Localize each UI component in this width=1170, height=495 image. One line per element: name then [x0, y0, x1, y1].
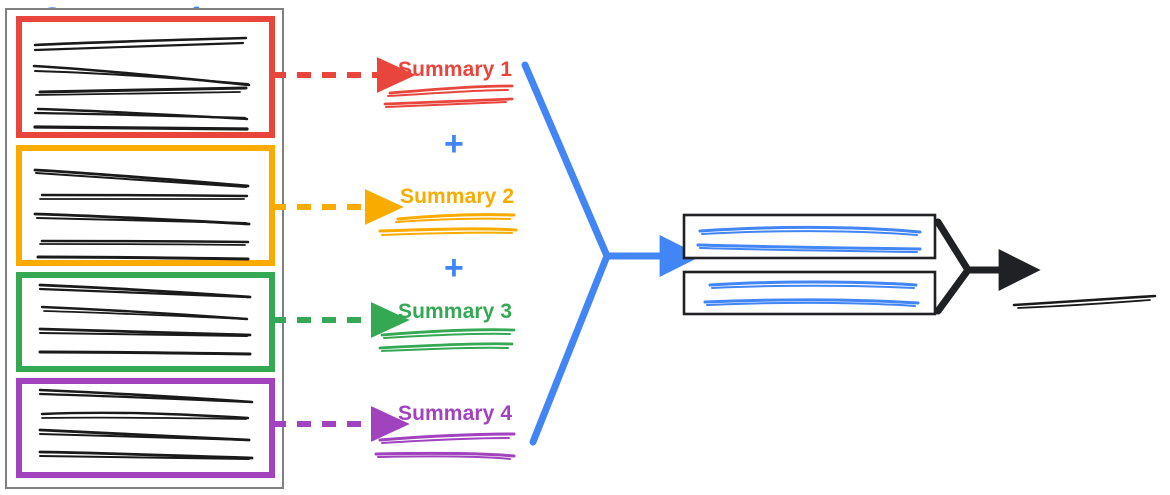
- summary-2-text-lines: [378, 213, 518, 236]
- summary-1-label: Summary 1: [398, 58, 513, 81]
- summary-3-text-lines: [378, 328, 516, 352]
- document-chunk-purple[interactable]: [16, 378, 275, 478]
- chunk-orange-text-lines: [33, 168, 251, 261]
- summary-1-text-lines: [383, 84, 514, 108]
- plus-operator-2: +: [444, 249, 464, 287]
- plus-operator-1: +: [444, 125, 464, 163]
- sos-box-2-text-lines: [703, 280, 920, 307]
- merge-arrow-black: [934, 218, 1041, 315]
- merge-arrow-blue: [521, 61, 702, 446]
- final-output-text-lines: [1012, 294, 1157, 309]
- chunk-green-text-lines: [38, 283, 252, 356]
- summary-2-label: Summary 2: [400, 185, 515, 208]
- summary-4-text-lines: [374, 432, 516, 460]
- source-document-page: [5, 8, 284, 489]
- sos-box-2[interactable]: [682, 270, 937, 316]
- chunk-red-text-lines: [32, 36, 251, 131]
- sos-box-1-text-lines: [696, 225, 922, 253]
- document-chunk-orange[interactable]: [16, 145, 275, 266]
- summary-4-label: Summary 4: [398, 402, 513, 425]
- sos-box-1[interactable]: [682, 213, 937, 260]
- chunk-purple-text-lines: [38, 388, 254, 460]
- summary-3-label: Summary 3: [398, 300, 513, 323]
